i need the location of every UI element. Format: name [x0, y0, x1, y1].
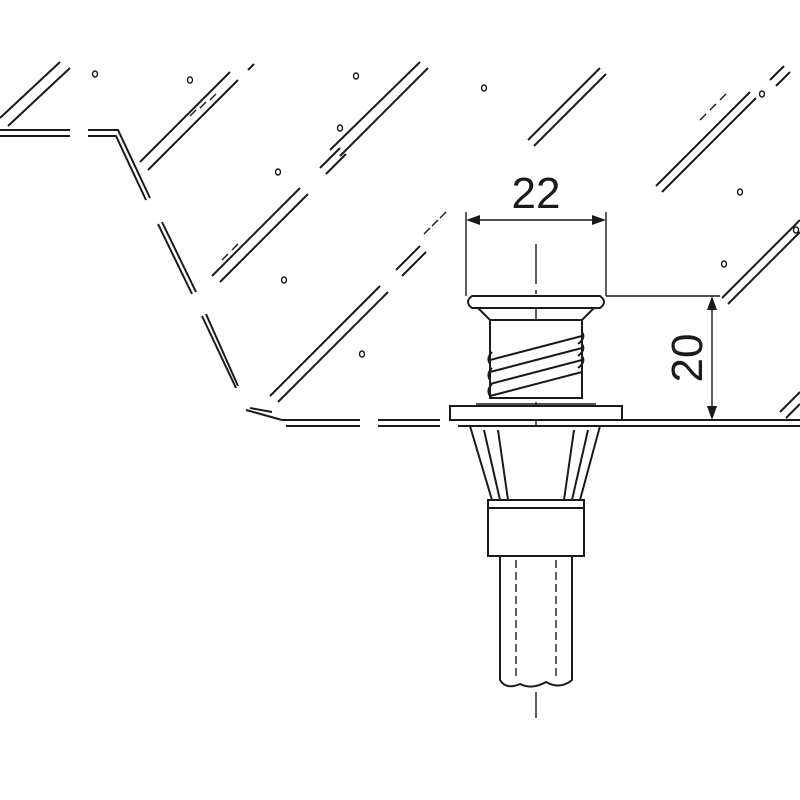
- spring-coil: [487, 331, 585, 397]
- flange-washer: [449, 405, 623, 421]
- height-dimension: 20: [606, 295, 720, 420]
- anchor-shaft: [499, 555, 573, 688]
- width-dimension: 22: [465, 169, 607, 296]
- height-dimension-label: 20: [663, 334, 712, 383]
- section-hatch: [0, 61, 800, 419]
- anchor-assembly: [449, 295, 623, 688]
- concrete-section: [0, 61, 800, 427]
- aggregate-specks: [91, 70, 800, 358]
- width-dimension-label: 22: [512, 169, 561, 218]
- anchor-head: [467, 295, 605, 309]
- anchor-collar: [487, 499, 585, 557]
